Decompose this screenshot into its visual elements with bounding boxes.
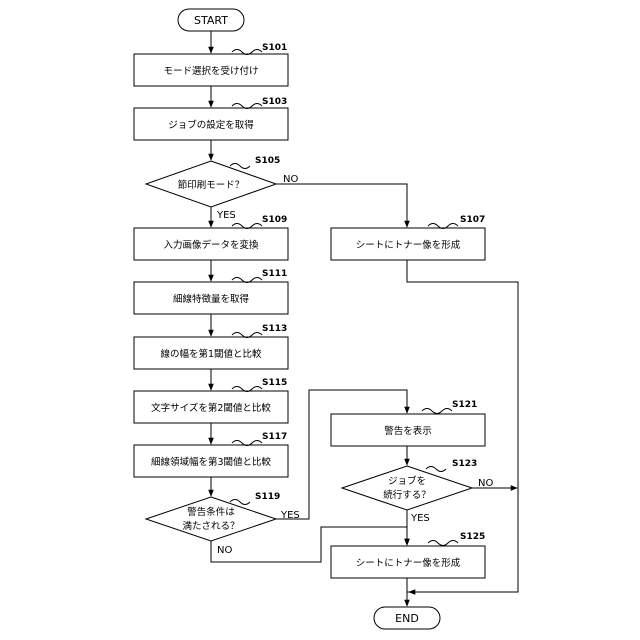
step-s107-label: シートにトナー像を形成 <box>356 239 461 251</box>
step-s111-id: S111 <box>262 269 287 279</box>
s119-yes-label: YES <box>280 510 300 521</box>
step-s103-label: ジョブの設定を取得 <box>168 119 254 131</box>
step-s113-label: 線の幅を第1閾値と比較 <box>160 348 262 360</box>
end-terminal: END <box>374 607 440 629</box>
decision-s105-label: 節印刷モード？ <box>178 179 245 191</box>
step-s101-id: S101 <box>262 43 287 53</box>
decision-s123-label-line2: 続行する？ <box>383 489 431 501</box>
step-s115-id: S115 <box>262 378 287 388</box>
step-s125-label: シートにトナー像を形成 <box>356 557 461 569</box>
step-s113-id: S113 <box>262 324 287 334</box>
step-s121-id: S121 <box>452 400 477 410</box>
end-label: END <box>395 612 419 625</box>
start-label: START <box>194 14 228 27</box>
start-terminal: START <box>178 9 244 31</box>
decision-s119-label-line1: 警告条件は <box>187 506 235 518</box>
step-s111-label: 細線特徴量を取得 <box>173 293 250 305</box>
decision-s105-leader <box>230 164 250 169</box>
step-s121-label: 警告を表示 <box>384 425 432 437</box>
step-s121: 警告を表示 S121 <box>331 400 485 446</box>
step-s109-id: S109 <box>262 215 287 225</box>
decision-s119-id: S119 <box>255 492 280 502</box>
decision-s123: ジョブを 続行する？ S123 <box>342 459 477 510</box>
step-s109-label: 入力画像データを変換 <box>163 239 259 251</box>
s105-no-label: NO <box>283 174 298 185</box>
step-s101-label: モード選択を受け付け <box>163 65 258 77</box>
decision-s105-id: S105 <box>255 156 280 166</box>
step-s117-id: S117 <box>262 432 287 442</box>
decision-s123-id: S123 <box>452 459 477 469</box>
step-s125-leader <box>428 541 458 546</box>
step-s117-label: 細線領域幅を第3閾値と比較 <box>151 456 272 468</box>
decision-s123-leader <box>426 467 446 472</box>
step-s103-id: S103 <box>262 97 287 107</box>
step-s107-id: S107 <box>460 215 485 225</box>
s123-no-label: NO <box>478 478 493 489</box>
decision-s119-leader <box>230 500 250 505</box>
s119-no-label: NO <box>217 545 232 556</box>
connector-s105-no <box>276 184 407 227</box>
decision-s105: 節印刷モード？ S105 <box>146 156 280 207</box>
step-s125: シートにトナー像を形成 S125 <box>331 532 485 578</box>
s123-yes-label: YES <box>410 513 430 524</box>
decision-s119-label-line2: 満たされる？ <box>182 521 239 532</box>
step-s125-id: S125 <box>460 532 485 542</box>
step-s107: シートにトナー像を形成 S107 <box>331 215 485 260</box>
s105-yes-label: YES <box>216 210 236 221</box>
step-s115-label: 文字サイズを第2閾値と比較 <box>151 402 271 414</box>
decision-s119: 警告条件は 満たされる？ S119 <box>146 492 280 541</box>
step-s121-leader <box>422 409 452 414</box>
decision-s123-label-line1: ジョブを <box>388 475 426 487</box>
